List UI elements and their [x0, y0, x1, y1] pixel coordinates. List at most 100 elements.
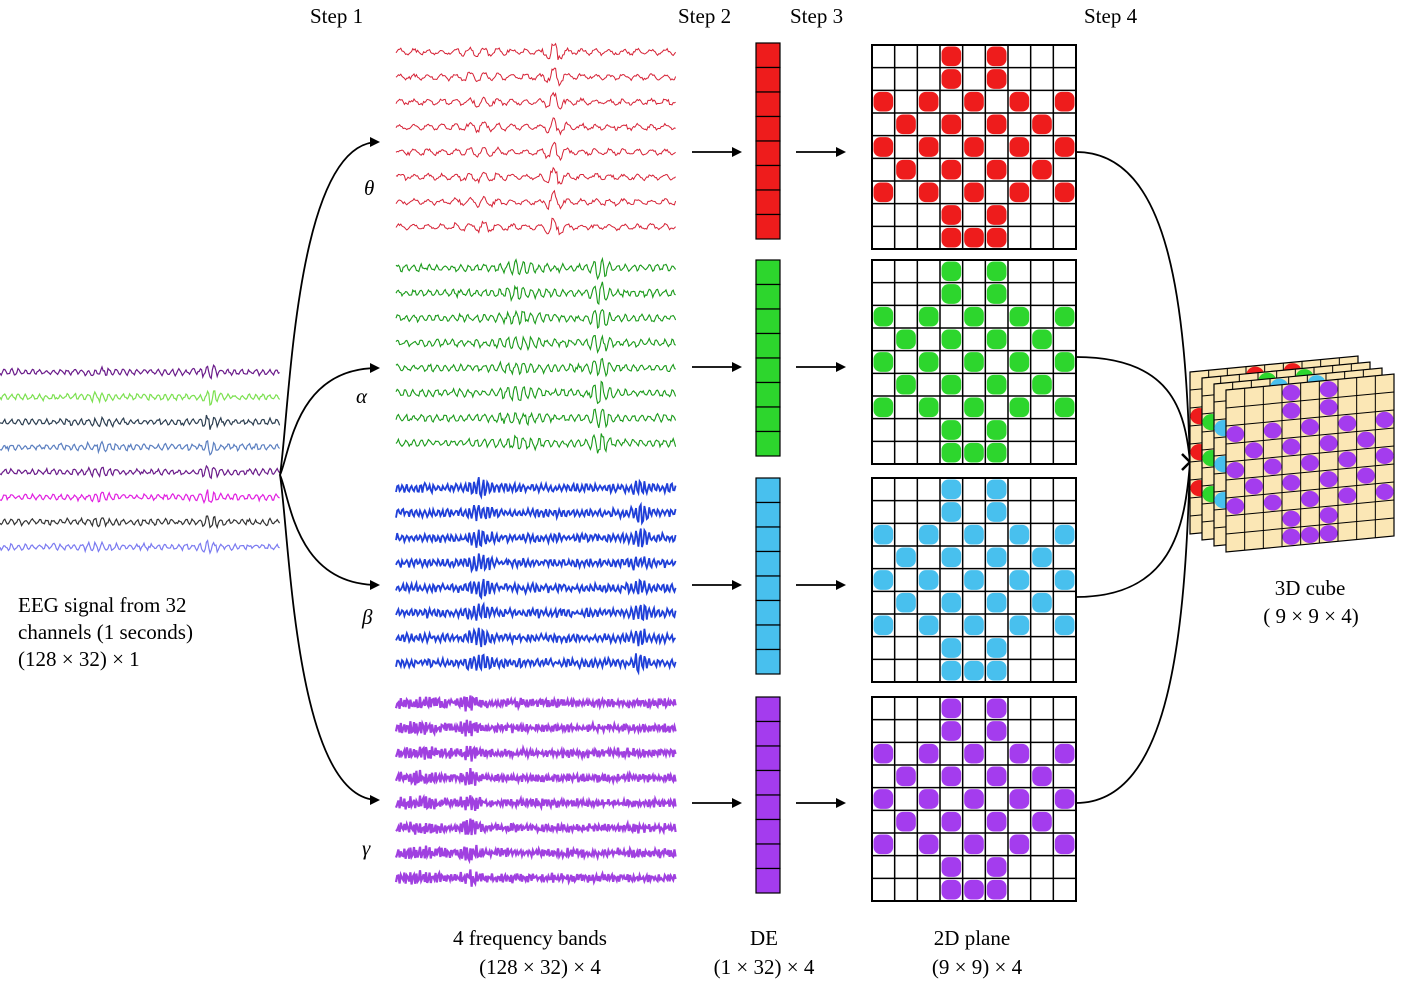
electrode-cell — [1009, 306, 1030, 327]
eeg-input-channel — [0, 389, 281, 407]
cube-electrode — [1319, 471, 1338, 488]
electrode-cell — [1032, 329, 1052, 350]
band-wave-3 — [394, 768, 677, 786]
band-wave-3 — [394, 793, 677, 812]
de-cell — [755, 696, 781, 723]
electrode-cell — [986, 721, 1007, 741]
electrode-cell — [896, 811, 916, 832]
de-cell — [755, 867, 781, 894]
electrode-cell — [964, 570, 984, 590]
electrode-cell — [941, 660, 962, 681]
de-cell — [755, 843, 781, 870]
de-cell — [755, 91, 781, 118]
band-wave-1 — [395, 281, 676, 306]
electrode-cell — [918, 397, 939, 418]
band-wave-1 — [395, 357, 676, 378]
band-wave-1 — [395, 408, 677, 429]
electrode-cell — [873, 306, 894, 327]
cube-grid-line — [1225, 445, 1395, 463]
de-cell — [755, 745, 781, 772]
electrode-cell — [1054, 789, 1075, 809]
electrode-cell — [1032, 811, 1052, 832]
band-wave-3 — [394, 719, 677, 738]
electrode-cell — [1054, 834, 1075, 855]
cube-grid-line — [1225, 427, 1395, 445]
electrode-cell — [1054, 137, 1075, 157]
band-label-beta: β — [362, 605, 373, 629]
electrode-cell — [941, 420, 962, 440]
cube-electrode — [1282, 402, 1301, 419]
de-caption-line-2: (1 × 32) × 4 — [713, 955, 815, 979]
electrode-cell — [986, 766, 1007, 787]
electrode-cell — [941, 114, 962, 135]
de-cell — [755, 769, 781, 796]
bands-caption-line-2: (128 × 32) × 4 — [479, 955, 601, 979]
electrode-cell — [1054, 570, 1075, 590]
electrode-cell — [873, 524, 894, 545]
band-wave-1 — [395, 308, 677, 329]
electrode-cell — [986, 502, 1007, 522]
cube-electrode — [1301, 418, 1319, 436]
de-cell — [755, 794, 781, 821]
electrode-cell — [986, 811, 1007, 832]
electrode-cell — [964, 397, 984, 418]
eeg-input-channel — [0, 515, 281, 530]
cube-grid-line — [1225, 499, 1395, 517]
electrode-cell — [941, 502, 962, 522]
electrode-cell — [1009, 743, 1030, 764]
band-wave-3 — [394, 695, 677, 712]
electrode-cell — [1032, 766, 1052, 787]
electrode-cell — [986, 479, 1007, 500]
cube-electrode — [1301, 490, 1319, 508]
electrode-cell — [941, 592, 962, 613]
cube-electrode — [1319, 525, 1338, 542]
cube-electrode — [1319, 381, 1338, 398]
cube-electrode — [1338, 451, 1357, 468]
step1-arrow-2 — [279, 474, 380, 590]
cube-electrode — [1375, 483, 1394, 500]
electrode-cell — [986, 329, 1007, 350]
electrode-cell — [1054, 91, 1075, 112]
electrode-cell — [964, 789, 984, 809]
electrode-cell — [1009, 137, 1030, 157]
cube-electrode — [1338, 415, 1357, 432]
de-cell — [755, 599, 781, 626]
electrode-cell — [1032, 547, 1052, 568]
band-wave-2 — [395, 527, 677, 548]
electrode-cell — [896, 592, 916, 613]
band-label-alpha: α — [356, 384, 368, 408]
eeg-input-channel — [0, 539, 280, 555]
electrode-cell — [1054, 352, 1075, 372]
electrode-cell — [873, 352, 894, 372]
electrode-cell — [1009, 352, 1030, 372]
electrode-cell — [941, 766, 962, 787]
electrode-cell — [986, 857, 1007, 877]
electrode-cell — [964, 524, 984, 545]
electrode-cell — [918, 570, 939, 590]
electrode-cell — [918, 182, 939, 203]
electrode-cell — [1054, 524, 1075, 545]
band-wave-2 — [395, 578, 677, 600]
step-3-label: Step 3 — [790, 4, 844, 28]
electrode-cell — [986, 660, 1007, 681]
cube-caption-line-1: 3D cube — [1274, 576, 1346, 600]
electrode-cell — [986, 159, 1007, 180]
plane-caption-line-2: (9 × 9) × 4 — [931, 955, 1023, 979]
cube-electrode — [1319, 507, 1338, 524]
electrode-cell — [964, 442, 984, 463]
electrode-cell — [918, 306, 939, 327]
electrode-cell — [964, 227, 984, 248]
electrode-cell — [1032, 114, 1052, 135]
de-cell — [755, 550, 781, 577]
electrode-cell — [918, 789, 939, 809]
electrode-cell — [986, 227, 1007, 248]
input-caption-line-1: EEG signal from 32 — [18, 593, 187, 617]
band-wave-2 — [395, 477, 677, 500]
de-cell — [755, 575, 781, 602]
electrode-cell — [918, 615, 939, 636]
eeg-input-channel — [0, 439, 281, 456]
band-wave-2 — [395, 553, 677, 574]
cube-grid-line — [1225, 481, 1395, 499]
cube-electrode — [1375, 447, 1394, 464]
electrode-cell — [964, 879, 984, 900]
